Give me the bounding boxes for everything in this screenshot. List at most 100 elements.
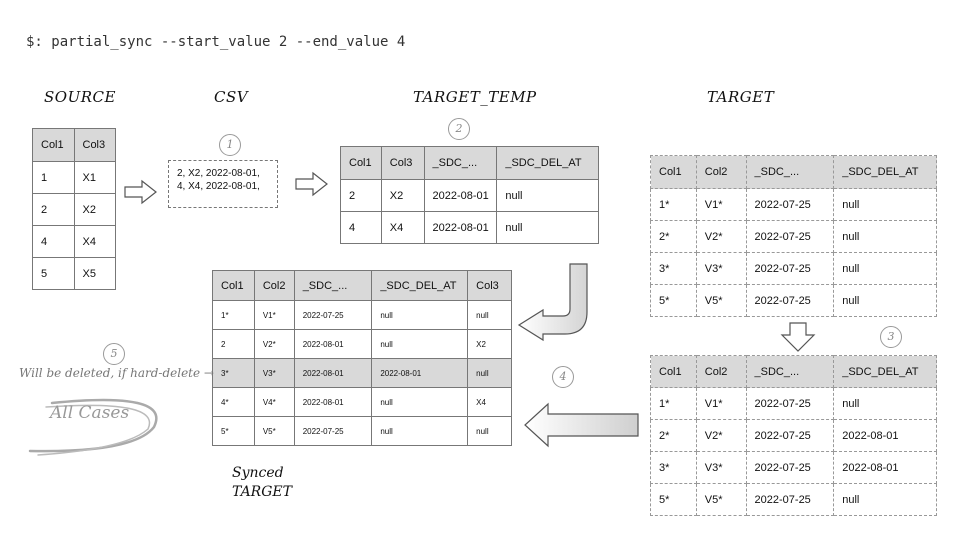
table-cell: X1 [73,161,116,194]
target-temp-table: Col1 Col3 _SDC_... _SDC_DEL_AT 2 X2 2022… [340,146,599,244]
table-cell: 2022-07-25 [293,416,373,446]
column-header: Col2 [695,355,747,388]
table-cell: 2022-07-25 [745,188,835,221]
table-cell: X4 [467,387,512,417]
table-row: 2 V2* 2022-08-01 null X2 [212,329,512,359]
table-cell: V4* [253,387,295,417]
table-cell: 2022-08-01 [423,179,498,212]
step-3-marker: 3 [880,326,902,348]
csv-heading: CSV [214,88,249,106]
table-header-row: Col1 Col3 _SDC_... _SDC_DEL_AT [340,146,599,180]
table-row: 3* V3* 2022-07-25 2022-08-01 [650,451,937,484]
table-cell: 2022-07-25 [745,387,835,420]
column-header: Col1 [340,146,382,180]
source-heading: SOURCE [44,88,116,106]
table-cell: 1* [650,188,697,221]
all-cases-label: All Cases [50,403,130,423]
table-cell: X2 [73,193,116,226]
column-header: Col3 [73,128,116,162]
table-cell: null [833,483,937,516]
table-cell: 2022-08-01 [833,451,937,484]
table-row: 1 X1 [32,161,116,194]
source-table: Col1 Col3 1 X1 2 X2 4 X4 5 X5 [32,128,116,290]
column-header: _SDC_... [745,155,835,189]
table-cell: 2022-07-25 [745,451,835,484]
table-cell: 2022-07-25 [745,252,835,285]
table-cell: V5* [253,416,295,446]
table-row: 5 X5 [32,257,116,290]
table-cell: 2 [212,329,255,359]
table-row: 1* V1* 2022-07-25 null [650,387,937,420]
target-table: Col1 Col2 _SDC_... _SDC_DEL_AT 1* V1* 20… [650,155,937,317]
table-cell: 2022-07-25 [745,419,835,452]
target-heading: TARGET [707,88,775,106]
table-cell: X4 [380,211,425,244]
table-cell: 2022-07-25 [745,483,835,516]
table-cell: 2022-08-01 [293,387,373,417]
table-cell: null [371,416,469,446]
column-header: _SDC_DEL_AT [833,355,937,388]
table-row: 4 X4 [32,225,116,258]
column-header: Col1 [32,128,75,162]
table-header-row: Col1 Col2 _SDC_... _SDC_DEL_AT [650,355,937,388]
table-cell: 5 [32,257,75,290]
synced-caption-line: Synced [232,465,284,481]
table-cell: V5* [695,284,747,317]
target-update-arrow [780,322,816,352]
csv-to-target-temp-arrow [295,171,328,197]
synced-caption-line: TARGET [232,484,292,500]
table-cell: V1* [695,188,747,221]
hard-delete-note: Will be deleted, if hard-delete → [19,366,214,380]
table-cell: null [467,358,512,388]
column-header: Col2 [695,155,747,189]
table-cell: 2022-07-25 [293,300,373,330]
table-cell: X2 [467,329,512,359]
table-header-row: Col1 Col2 _SDC_... _SDC_DEL_AT Col3 [212,270,512,301]
all-cases-swoosh [28,398,158,456]
table-row: 5* V5* 2022-07-25 null [650,483,937,516]
table-cell: 3* [650,451,697,484]
column-header: Col1 [650,155,697,189]
csv-box: 2, X2, 2022-08-01, 4, X4, 2022-08-01, [168,160,278,208]
table-row: 4* V4* 2022-08-01 null X4 [212,387,512,417]
table-header-row: Col1 Col3 [32,128,116,162]
table-cell: null [833,220,937,253]
table-row: 5* V5* 2022-07-25 null null [212,416,512,446]
csv-line: 4, X4, 2022-08-01, [177,181,260,192]
table-cell: null [833,284,937,317]
column-header: Col1 [212,270,255,301]
table-row: 2* V2* 2022-07-25 null [650,220,937,253]
target-temp-heading: TARGET_TEMP [413,88,537,106]
table-cell: null [833,188,937,221]
table-row: 1* V1* 2022-07-25 null [650,188,937,221]
table-cell: 1 [32,161,75,194]
column-header: _SDC_DEL_AT [371,270,469,301]
step-5-marker: 5 [103,343,125,365]
table-row: 5* V5* 2022-07-25 null [650,284,937,317]
table-cell: 2022-08-01 [371,358,469,388]
table-cell: 2022-08-01 [293,329,373,359]
table-cell: null [371,300,469,330]
table-cell: V1* [695,387,747,420]
column-header: _SDC_... [293,270,373,301]
table-cell: 2022-08-01 [833,419,937,452]
table-cell: V1* [253,300,295,330]
table-cell: null [833,387,937,420]
step-4-marker: 4 [552,366,574,388]
table-cell: 5* [650,483,697,516]
table-cell: V2* [253,329,295,359]
source-to-csv-arrow [124,179,157,205]
column-header: Col1 [650,355,697,388]
table-row: 2 X2 [32,193,116,226]
synced-target-table: Col1 Col2 _SDC_... _SDC_DEL_AT Col3 1* V… [212,270,512,446]
table-cell: 2022-08-01 [423,211,498,244]
table-cell: 2 [32,193,75,226]
table-cell: 3* [650,252,697,285]
table-cell: X5 [73,257,116,290]
table-cell: 1* [650,387,697,420]
table-cell: null [496,179,599,212]
column-header: _SDC_DEL_AT [833,155,937,189]
table-cell: V3* [695,451,747,484]
column-header: Col3 [467,270,512,301]
table-cell: 5* [212,416,255,446]
